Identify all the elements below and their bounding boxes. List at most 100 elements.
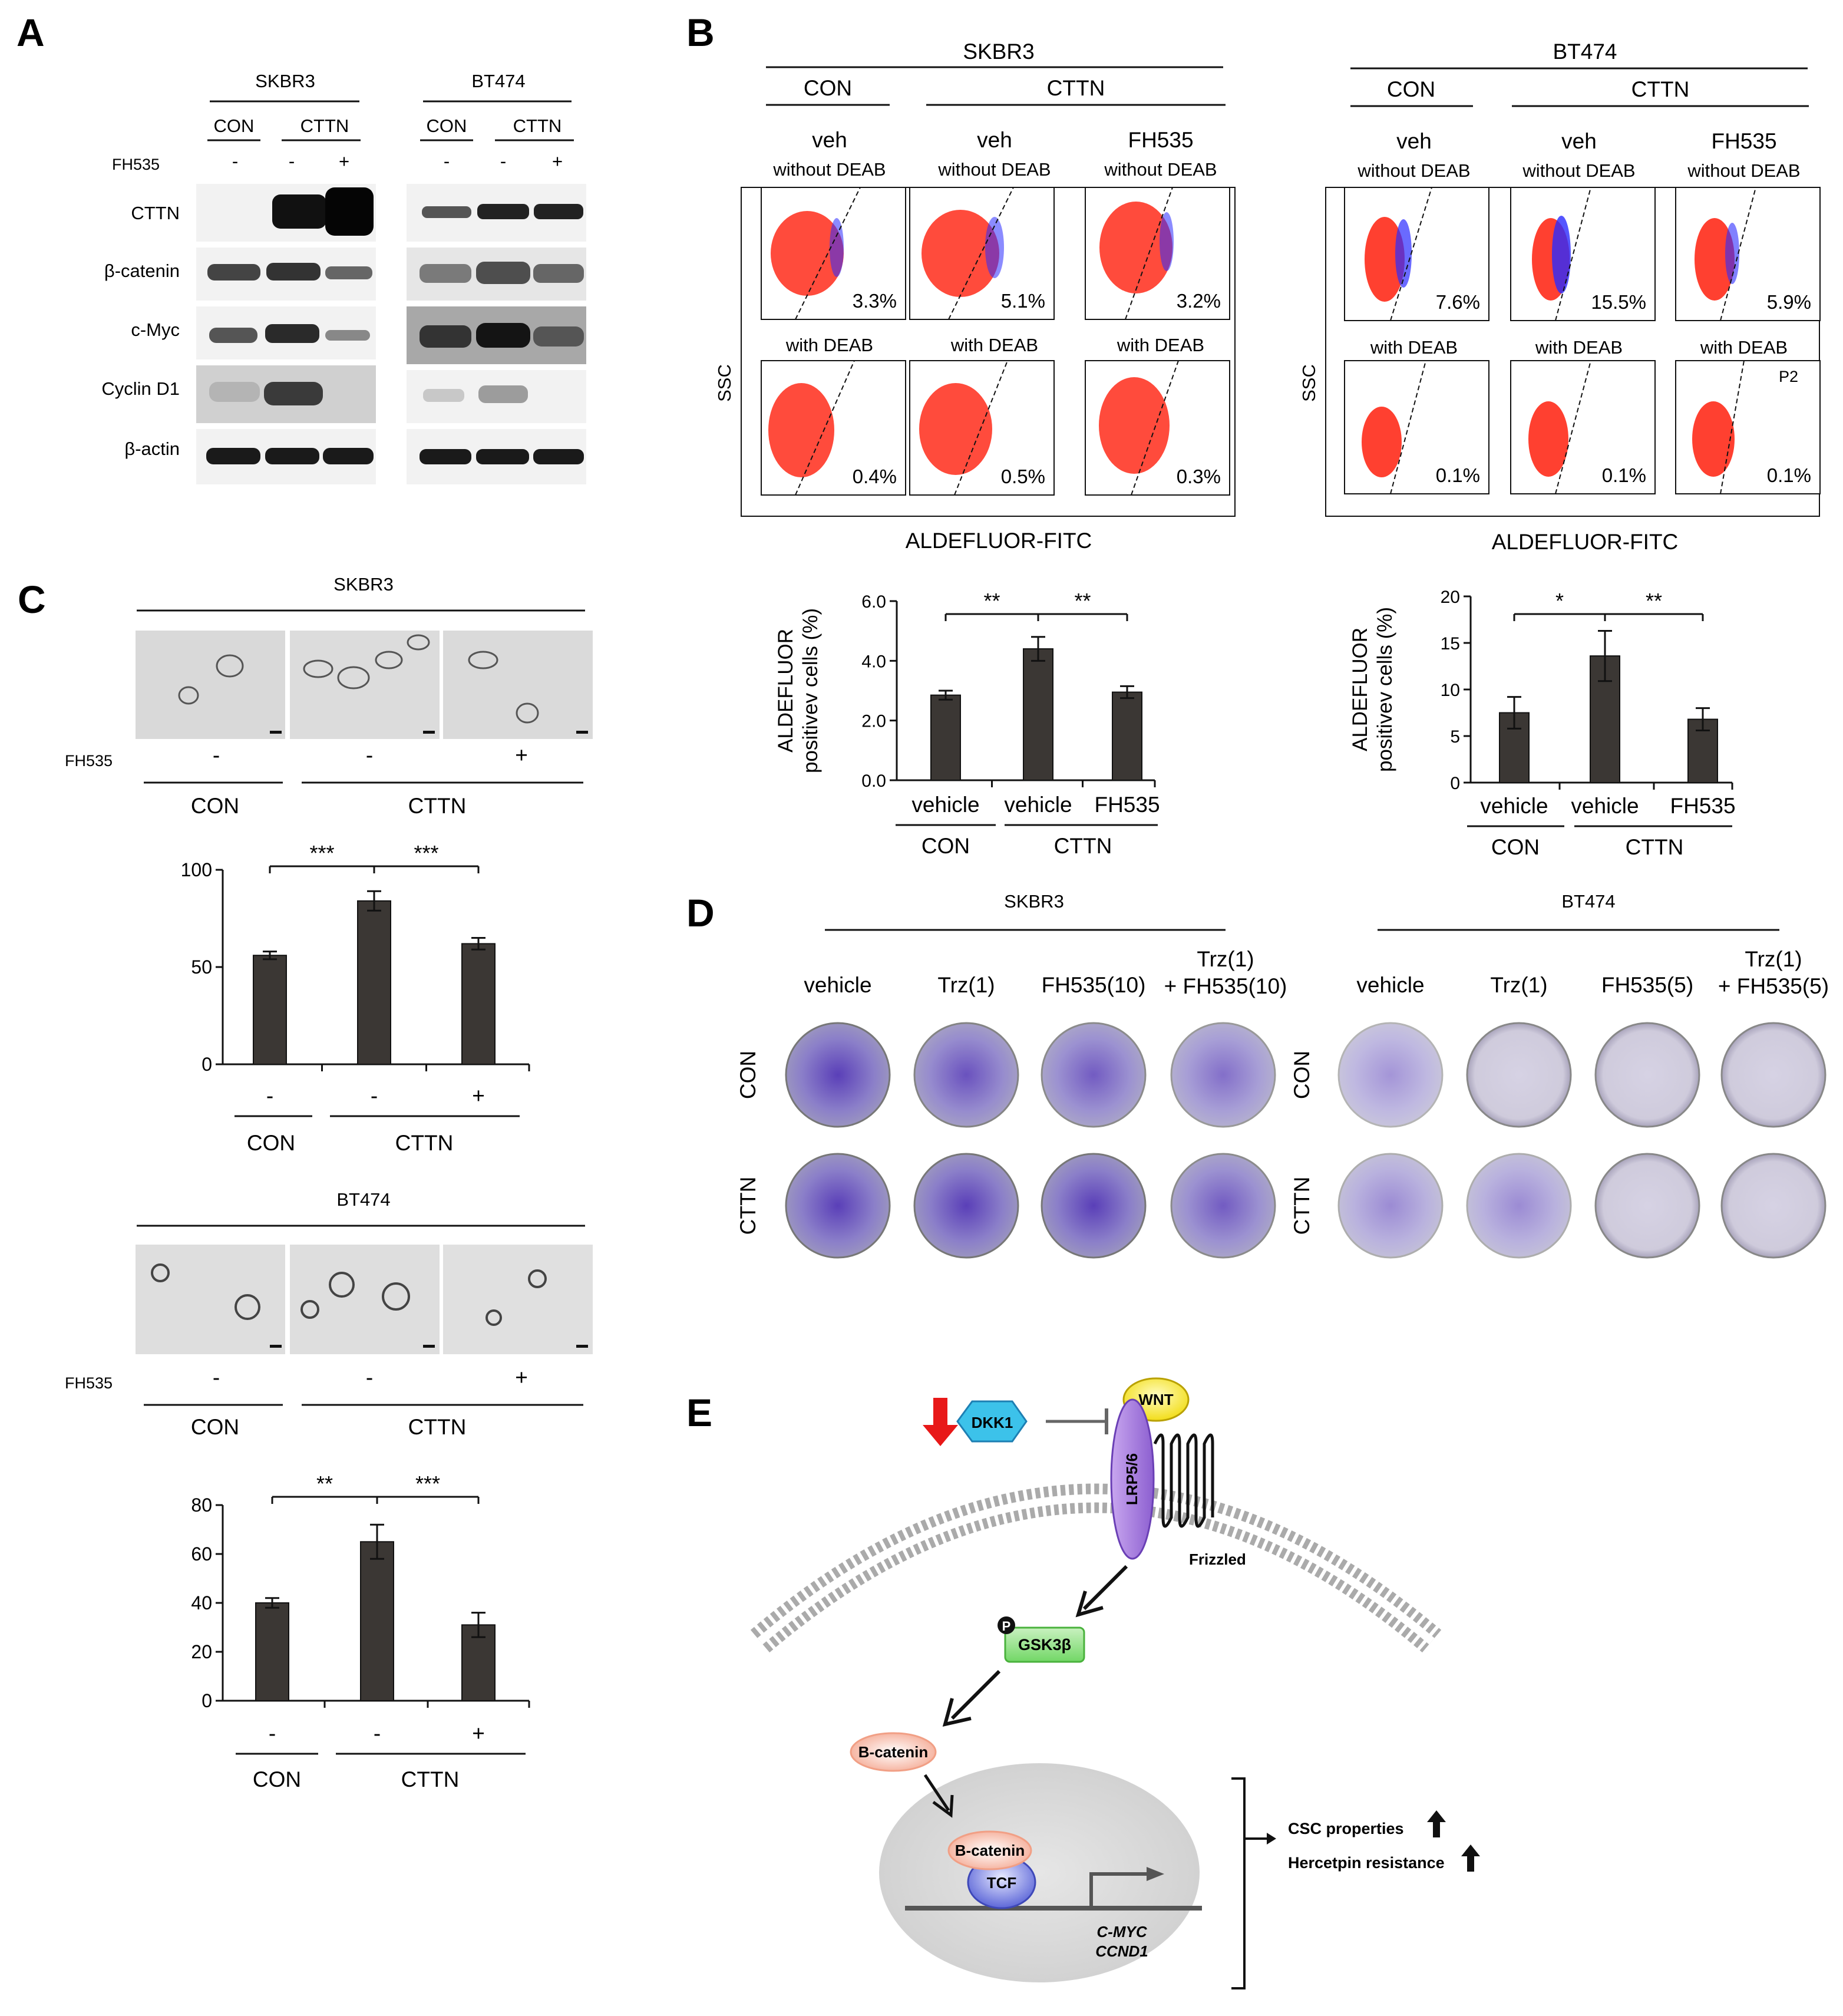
b-ssc-label: SSC xyxy=(714,364,735,402)
category-label: FH535 xyxy=(1094,793,1160,817)
blot-cttn-skbr3 xyxy=(196,184,376,242)
a-sign: - xyxy=(232,151,238,171)
flow-percent: 15.5% xyxy=(1591,291,1646,313)
phospho-icon xyxy=(998,1616,1015,1634)
bar xyxy=(1023,648,1053,781)
a-sign: - xyxy=(500,151,506,171)
sphere-images-skbr3 xyxy=(136,631,593,739)
b-x-label: ALDEFLUOR-FITC xyxy=(1492,530,1679,554)
b-row-with: with DEAB xyxy=(785,335,873,355)
a-protein-cmyc: c-Myc xyxy=(131,319,180,340)
b-row-with: with DEAB xyxy=(950,335,1038,355)
significance-label: ** xyxy=(983,589,1000,613)
a-group-cttn-bt474: CTTN xyxy=(513,116,562,136)
significance-label: *** xyxy=(309,841,334,865)
d-treatment: FH535(5) xyxy=(1601,973,1693,997)
y-tick-label: 4.0 xyxy=(861,652,886,671)
group-label: CON xyxy=(922,834,970,858)
a-group-con-bt474: CON xyxy=(427,116,467,136)
outcome-csc: CSC properties xyxy=(1288,1820,1404,1837)
bcatenin-nuclear-node xyxy=(947,1830,1032,1870)
flow-percent: 0.3% xyxy=(1177,466,1221,487)
y-tick-label: 5 xyxy=(1450,727,1460,747)
b-group-con-bt474: CON xyxy=(1387,77,1435,101)
b-row-without: without DEAB xyxy=(1104,159,1217,180)
c-sign: + xyxy=(515,743,528,767)
flow-percent: 0.1% xyxy=(1602,464,1646,486)
gsk3b-node xyxy=(1004,1626,1085,1663)
flow-gate-label: P2 xyxy=(1779,368,1798,385)
b-col-veh: veh xyxy=(812,128,847,152)
wnt-label: WNT xyxy=(1138,1391,1173,1408)
y-tick-label: 60 xyxy=(191,1543,212,1565)
y-axis-label: positivev cells (%) xyxy=(799,608,822,773)
panel-d: D SKBR3 BT474 vehicle Trz(1) FH535(10) T… xyxy=(686,891,1829,1259)
panel-c: C SKBR3 FH535 - - + CON CTTN 050100--+CO… xyxy=(18,574,593,1791)
a-sign: - xyxy=(444,151,450,171)
panel-c-letter: C xyxy=(18,578,46,621)
blot-bcatenin-bt474 xyxy=(407,248,586,301)
category-label: + xyxy=(472,1084,485,1108)
flow-plot: 0.1% xyxy=(1510,360,1656,494)
up-arrow-icon xyxy=(1461,1845,1480,1872)
transcription-arrow-icon xyxy=(1147,1867,1164,1881)
d-treatment: vehicle xyxy=(804,973,871,997)
d-treatment: Trz(1) xyxy=(1197,947,1254,971)
panel-a-letter: A xyxy=(16,11,45,54)
flow-percent: 0.1% xyxy=(1767,464,1811,486)
b-row-with: with DEAB xyxy=(1117,335,1204,355)
phospho-label: P xyxy=(1002,1619,1011,1634)
d-row-con: CON xyxy=(1290,1051,1314,1099)
c-sign: - xyxy=(213,1365,220,1390)
c-treatment-label: FH535 xyxy=(65,1374,113,1392)
d-treatment: FH535(10) xyxy=(1042,973,1146,997)
panel-b: B SKBR3 CON CTTN veh without DEAB veh wi… xyxy=(686,11,1821,859)
sphere-images-bt474 xyxy=(136,1245,593,1354)
c-cell-line-bt474: BT474 xyxy=(336,1189,390,1210)
b-row-without: without DEAB xyxy=(1687,160,1800,181)
flow-plot: 5.9% xyxy=(1675,187,1821,321)
panel-d-letter: D xyxy=(686,891,715,935)
significance-label: ** xyxy=(1646,589,1662,613)
bcatenin-label: B-catenin xyxy=(858,1743,928,1761)
c-sign: - xyxy=(366,1365,373,1390)
blot-cmyc-skbr3 xyxy=(196,306,376,359)
bar xyxy=(461,943,496,1065)
a-sign: - xyxy=(289,151,295,171)
group-label: CTTN xyxy=(1054,834,1112,858)
b-row-without: without DEAB xyxy=(937,159,1051,180)
bar xyxy=(357,900,391,1065)
bar xyxy=(255,1602,289,1701)
d-treatment: Trz(1) xyxy=(1490,973,1547,997)
significance-label: ** xyxy=(316,1471,333,1496)
group-label: CTTN xyxy=(1626,835,1684,859)
flow-plot: 3.3% xyxy=(761,187,906,320)
c-sign: - xyxy=(213,743,220,767)
flow-percent: 7.6% xyxy=(1436,291,1480,313)
significance-label: * xyxy=(1555,589,1564,613)
flow-plot: 7.6% xyxy=(1344,187,1489,321)
y-tick-label: 80 xyxy=(191,1494,212,1516)
flow-plot: P2 0.1% xyxy=(1675,360,1821,494)
flow-plot: 0.5% xyxy=(909,360,1055,496)
panel-a: A SKBR3 BT474 CON CTTN CON CTTN FH535 - … xyxy=(16,11,586,484)
flow-plot: 5.1% xyxy=(909,187,1055,320)
y-tick-label: 10 xyxy=(1441,681,1460,700)
frizzled-receptor xyxy=(1153,1433,1214,1528)
y-axis-label: ALDEFLUOR xyxy=(774,629,797,753)
y-tick-label: 0.0 xyxy=(861,771,886,791)
group-label: CON xyxy=(253,1767,301,1791)
b-group-con-skbr3: CON xyxy=(804,76,852,100)
flow-plot: 0.4% xyxy=(761,360,906,496)
blot-bactin-skbr3 xyxy=(196,429,376,484)
dkk1-label: DKK1 xyxy=(972,1414,1013,1431)
category-label: - xyxy=(371,1084,378,1108)
category-label: vehicle xyxy=(911,793,979,817)
y-tick-label: 50 xyxy=(191,956,212,978)
lrp-label: LRP5/6 xyxy=(1123,1453,1141,1505)
